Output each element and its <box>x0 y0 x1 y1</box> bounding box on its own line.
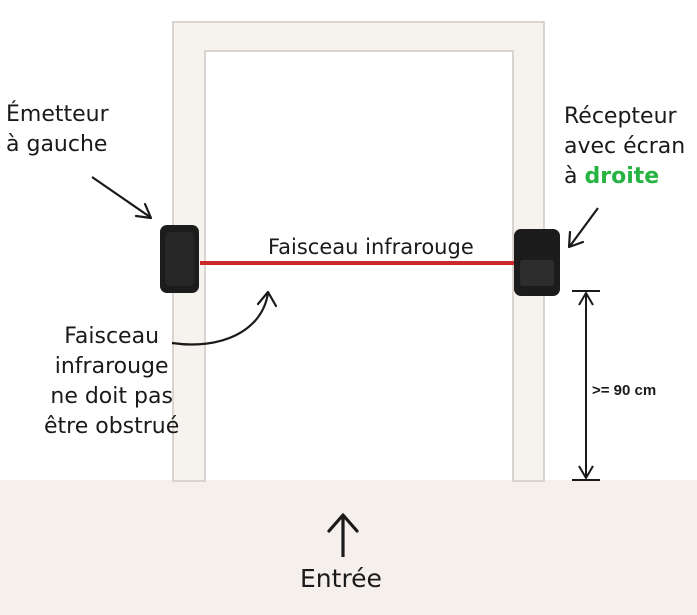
receiver-label-highlight: droite <box>584 164 660 189</box>
obstruction-note-line2: infrarouge <box>54 354 169 379</box>
receiver-label-line3: à droite <box>564 162 685 192</box>
receiver-label-line2: avec écran <box>564 134 686 159</box>
receiver-pointer-arrow <box>569 207 599 247</box>
floor-area <box>0 480 697 615</box>
emitter-label: Émetteur à gauche <box>6 100 109 160</box>
emitter-arrowhead <box>134 202 153 220</box>
obstruction-note: Faisceau infrarouge ne doit pas être obs… <box>44 322 179 442</box>
receiver-label: Récepteur avec écran à droite <box>564 102 685 192</box>
door-frame <box>172 21 545 482</box>
emitter-label-line1: Émetteur <box>6 102 109 127</box>
receiver-arrowhead <box>567 230 585 249</box>
receiver-label-line1: Récepteur <box>564 104 677 129</box>
height-dimension <box>572 290 600 481</box>
emitter-label-line2: à gauche <box>6 132 108 157</box>
emitter-pointer-arrow <box>91 176 151 218</box>
obstruction-note-line1: Faisceau <box>64 324 160 349</box>
obstruction-note-line3: ne doit pas <box>50 384 173 409</box>
obstruction-note-line4: être obstrué <box>44 414 180 439</box>
emitter-panel <box>165 232 194 286</box>
beam-label: Faisceau infrarouge <box>268 235 474 259</box>
obstruction-arrowhead <box>256 290 278 308</box>
obstruction-pointer-arrow <box>171 292 270 346</box>
entry-label: Entrée <box>300 564 382 593</box>
height-label: >= 90 cm <box>592 382 657 399</box>
receiver-label-prefix: à <box>564 164 578 189</box>
receiver-screen <box>520 260 554 286</box>
arrow-up-icon <box>327 513 359 557</box>
